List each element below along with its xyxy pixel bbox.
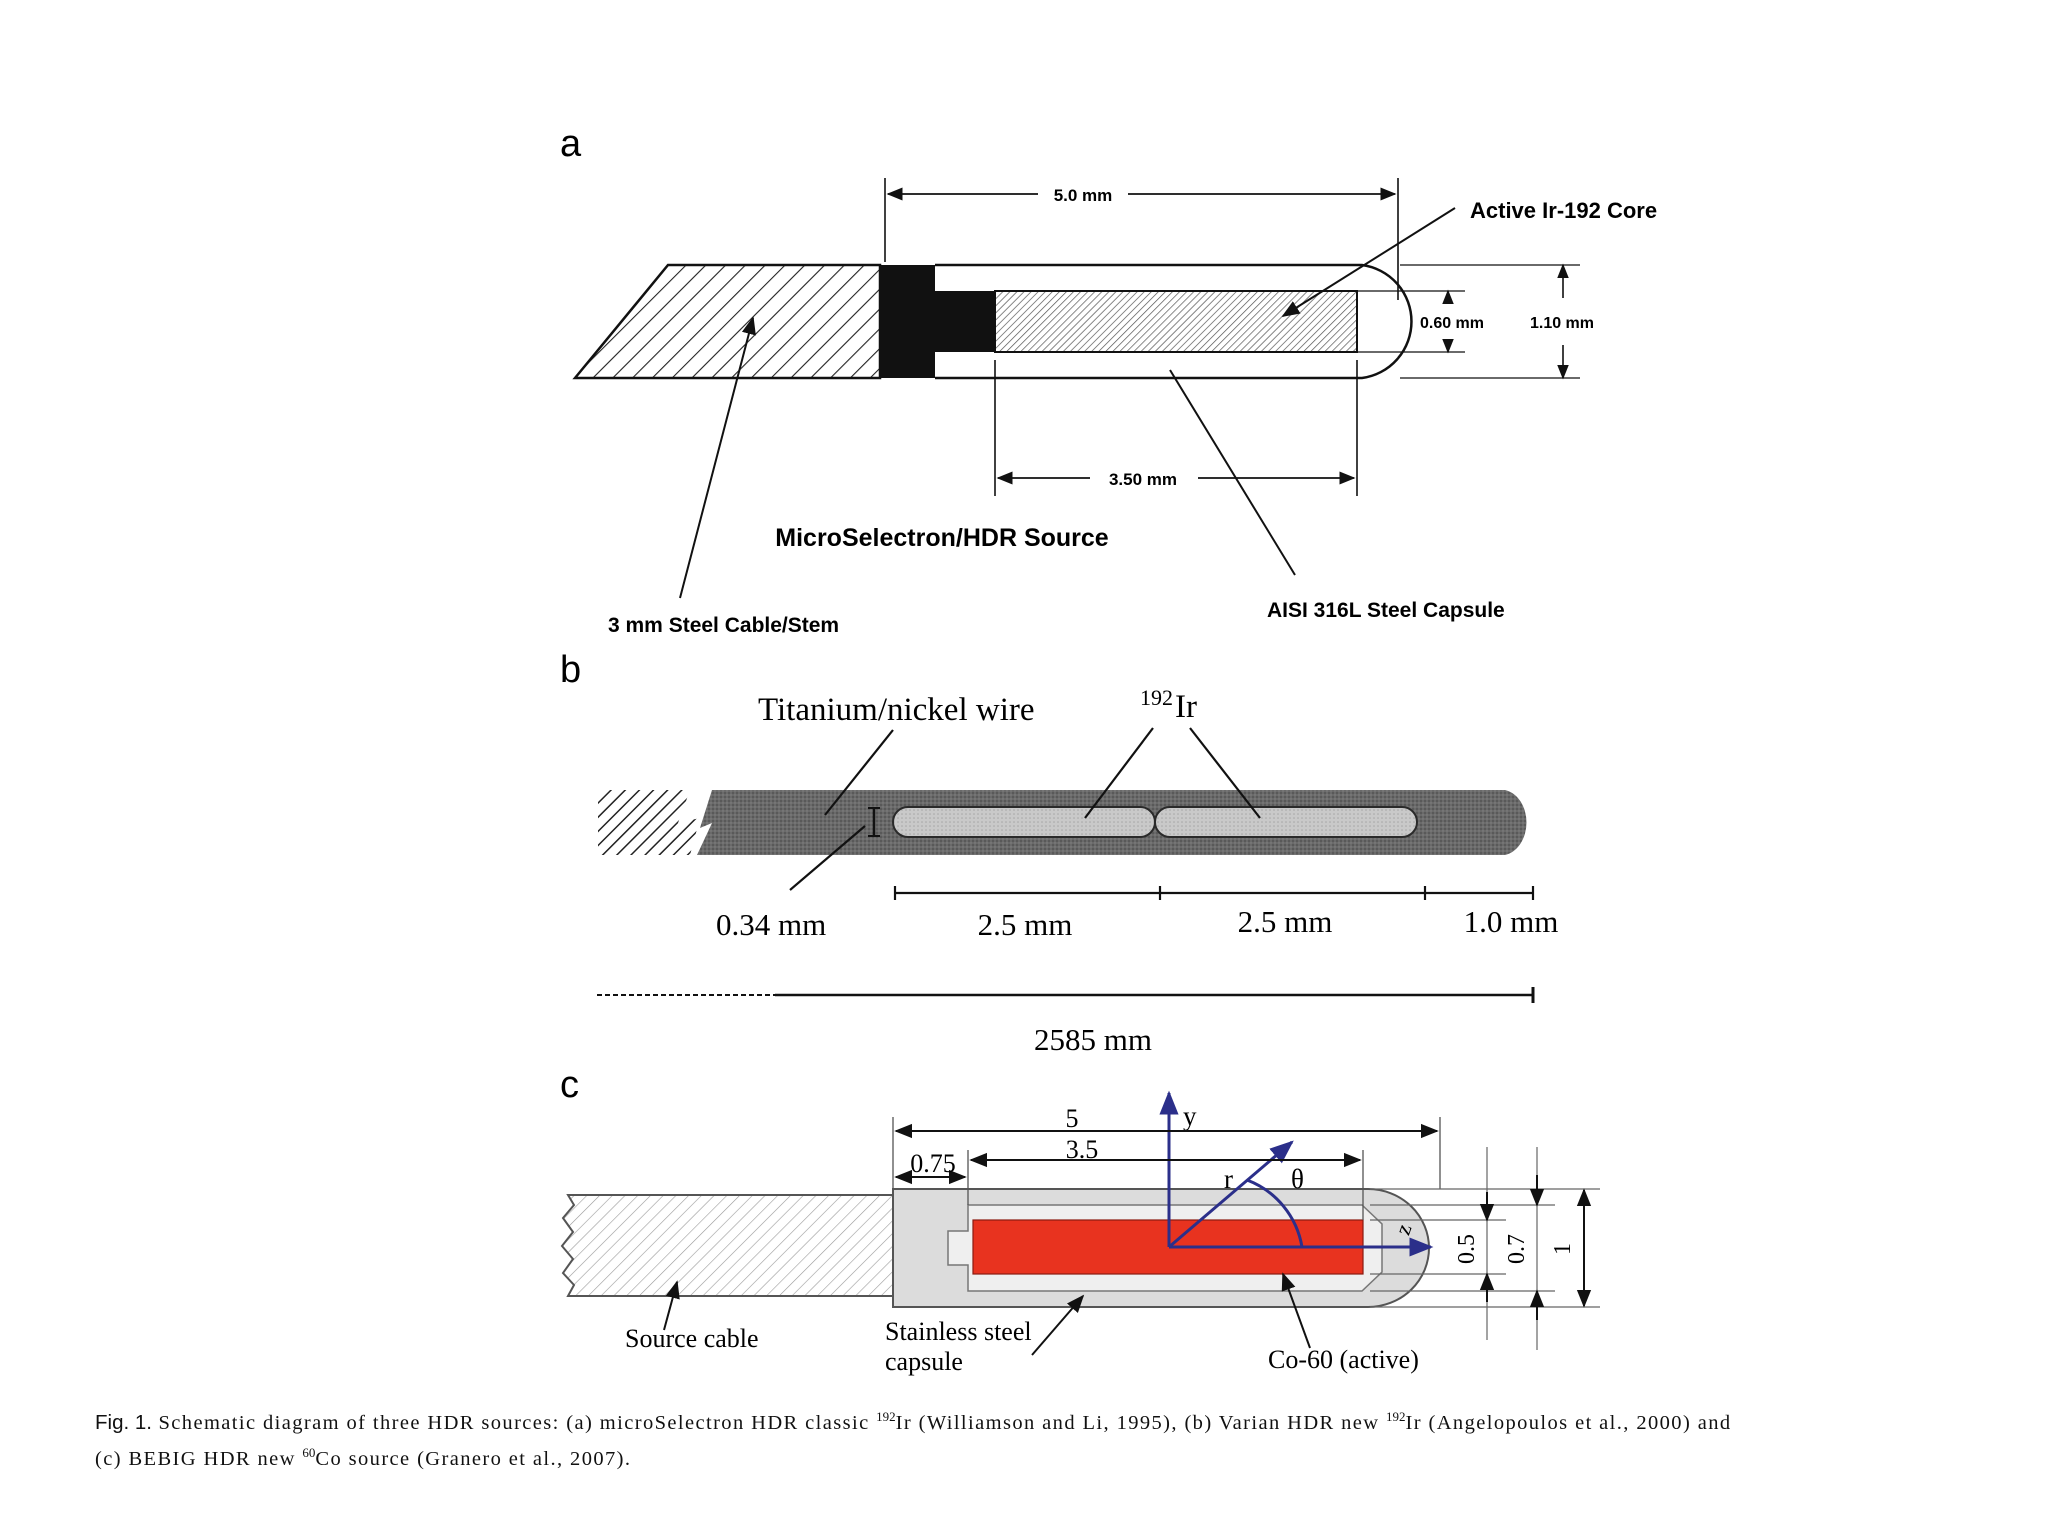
panel-c-label: c [560, 1064, 579, 1106]
dim-core-length: 3.50 mm [1109, 470, 1177, 489]
caption-label: Fig. 1. [95, 1410, 152, 1434]
co60-leader [1281, 1272, 1311, 1349]
dim-core-c: 3.5 [1066, 1135, 1099, 1164]
core-leader [1281, 207, 1456, 317]
dim-seg2: 2.5 mm [1238, 904, 1333, 939]
caption-part1: Schematic diagram of three HDR sources: … [151, 1411, 877, 1434]
dim-seg1: 2.5 mm [978, 907, 1073, 942]
panel-a-title: MicroSelectron/HDR Source [775, 524, 1109, 552]
steel-cable-stem [572, 263, 882, 380]
isotope-symbol: Ir [1175, 689, 1197, 725]
ir-segment-1 [892, 806, 1156, 838]
axis-theta-label: θ [1291, 1164, 1304, 1194]
panel-b: b Titanium/nickel wire 192 Ir 0.34 mm 2.… [560, 649, 1558, 1057]
caption-part2: Ir (Williamson and Li, 1995), (b) Varian… [895, 1411, 1387, 1434]
ir-segment-2 [1154, 806, 1418, 838]
dim-d2: 0.7 [1504, 1234, 1530, 1264]
source-cable-leader [663, 1280, 680, 1331]
isotope-mass: 192 [1140, 685, 1173, 710]
core-label: Active Ir-192 Core [1470, 198, 1657, 223]
wire-label: Titanium/nickel wire [758, 692, 1035, 728]
dim-total-c: 5 [1066, 1104, 1079, 1133]
wire-leader [824, 729, 894, 816]
caption-line-1: Fig. 1. Schematic diagram of three HDR s… [95, 1402, 1955, 1438]
axis-y-label: y [1183, 1101, 1197, 1131]
dim-total-b: 2585 mm [1034, 1022, 1152, 1057]
gap-leader [789, 825, 866, 891]
theta-arc [1246, 1178, 1304, 1248]
panel-a: a 5.0 mm Active Ir-192 Core 0.60 mm 1.10… [560, 123, 1657, 637]
caption-part5: Co source (Granero et al., 2007). [315, 1447, 632, 1470]
dim-core-diameter: 0.60 mm [1420, 315, 1484, 332]
capsule-line2: capsule [885, 1347, 963, 1376]
cable-label-c: Source cable [625, 1324, 759, 1353]
caption-part4: (c) BEBIG HDR new [95, 1447, 303, 1470]
capsule-leader-a [1169, 369, 1296, 576]
broken-cable [598, 790, 700, 855]
axis-r-label: r [1224, 1164, 1233, 1194]
caption-sup3: 60 [302, 1444, 316, 1460]
panel-a-label: a [560, 123, 582, 165]
capsule-leader-c [1031, 1294, 1085, 1356]
ir-leader-1 [1084, 727, 1154, 819]
caption-part3: Ir (Angelopoulos et al., 2000) and [1405, 1411, 1732, 1434]
caption-line-2: (c) BEBIG HDR new 60Co source (Granero e… [95, 1438, 1955, 1474]
active-label-c: Co-60 (active) [1268, 1345, 1419, 1374]
dim-outer-diameter: 1.10 mm [1530, 315, 1594, 332]
capsule-line1: Stainless steel [885, 1317, 1032, 1346]
ir-leader-2 [1189, 727, 1261, 819]
panel-b-label: b [560, 649, 581, 691]
caption-sup2: 192 [1386, 1409, 1406, 1424]
dim-plug-c: 0.75 [910, 1149, 956, 1178]
caption-sup1: 192 [876, 1409, 896, 1424]
source-cable [560, 1194, 894, 1297]
dim-total-a: 5.0 mm [1054, 186, 1113, 205]
cable-leader [679, 316, 756, 599]
steel-capsule [935, 263, 1413, 380]
active-core [994, 290, 1358, 353]
capsule-label-a: AISI 316L Steel Capsule [1267, 599, 1505, 622]
dim-gap: 0.34 mm [716, 907, 826, 942]
capsule-plug [880, 265, 995, 378]
figure-caption: Fig. 1. Schematic diagram of three HDR s… [95, 1402, 1955, 1474]
dim-d1: 0.5 [1454, 1234, 1480, 1264]
dim-tip: 1.0 mm [1464, 904, 1559, 939]
dim-d3: 1 [1550, 1243, 1576, 1255]
cable-label-a: 3 mm Steel Cable/Stem [608, 614, 839, 637]
panel-c: c y r θ z 5 3.5 0.75 [560, 1064, 1600, 1376]
